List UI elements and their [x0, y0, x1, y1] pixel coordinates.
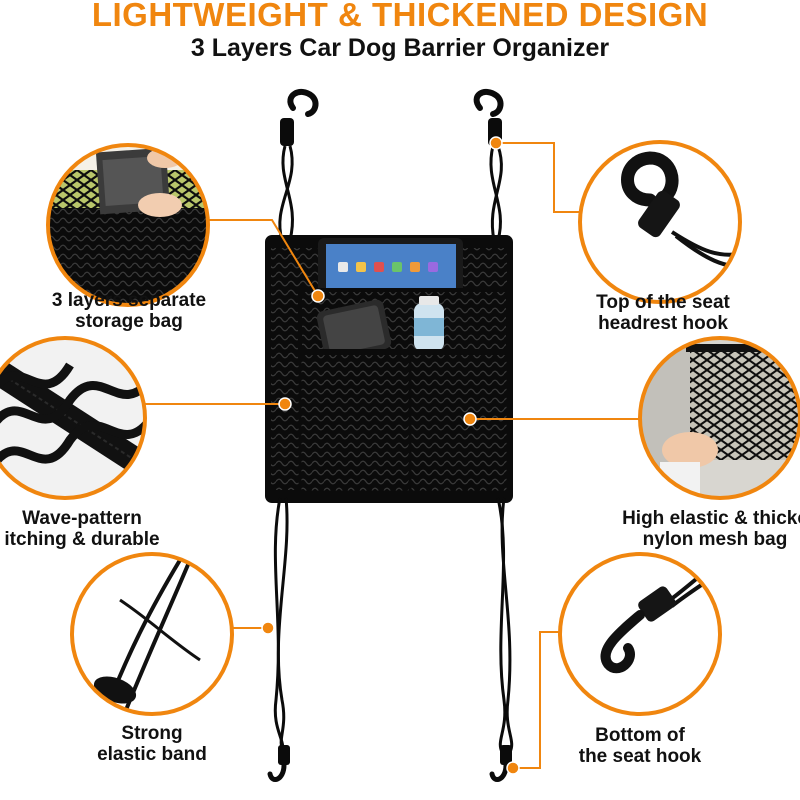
hook-detail-icon [578, 140, 742, 304]
elastic-band-detail-icon [70, 552, 234, 716]
top-left-hook-icon [280, 88, 319, 146]
storage-bag-detail-icon [46, 143, 210, 307]
stitching-detail-icon [0, 336, 147, 500]
tablet-image [318, 238, 463, 300]
organizer-product [265, 88, 514, 782]
callout-lines [145, 142, 640, 769]
subtitle: 3 Layers Car Dog Barrier Organizer [190, 34, 610, 62]
bottle-image [414, 296, 444, 351]
mesh-detail-icon [638, 336, 800, 500]
headline: LIGHTWEIGHT & THICKENED DESIGN [91, 0, 709, 33]
phone-image [316, 299, 392, 361]
bottom-left-hook-icon [267, 745, 290, 782]
bottom-hook-detail-icon [558, 552, 722, 716]
bottom-right-hook-icon [489, 745, 512, 782]
callout-dots [261, 136, 520, 775]
